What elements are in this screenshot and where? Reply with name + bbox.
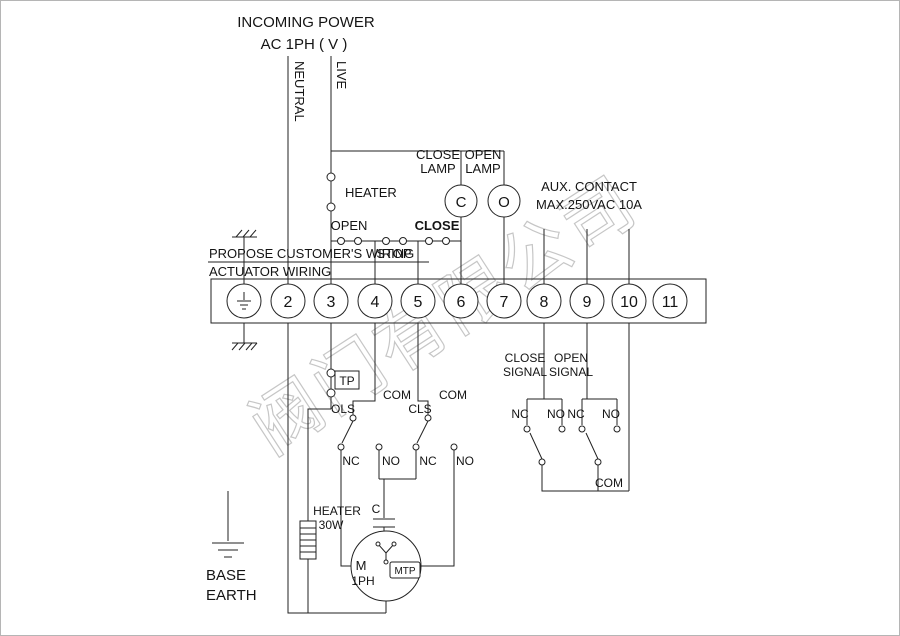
heater-30w-label-1: HEATER [313,504,361,518]
stop-button-contact [382,237,407,245]
terminal-label: 6 [457,294,466,311]
terminal-2: 2 [270,283,306,319]
pe-glyph [237,292,251,310]
mtp-label: MTP [394,566,415,577]
terminal-label: 9 [583,294,592,311]
terminal-8: 8 [526,283,562,319]
open-signal-no-label: NO [602,407,620,421]
terminal-6: 6 [443,283,479,319]
terminal-label: 11 [662,294,679,311]
stop-button-label: STOP [376,246,411,261]
terminal-label: 5 [414,294,423,311]
ols-com-label: COM [383,388,411,402]
open-signal-nc-label: NC [567,407,585,421]
close-lamp-letter: C [456,194,467,211]
terminal-3: 3 [313,283,349,319]
close-signal-label-1: CLOSE [505,351,546,365]
open-lamp-letter: O [498,194,510,211]
incoming-power-subtitle: AC 1PH ( V ) [261,36,348,53]
terminal-label: 2 [284,294,293,311]
heater-contact [326,172,336,212]
terminal-5: 5 [400,283,436,319]
wire-network [208,56,630,614]
aux-contact-label-2: MAX.250VAC 10A [536,197,642,212]
mtp-box [389,561,421,579]
earth-symbol-below-strip [231,342,258,351]
close-signal-no-label: NO [547,407,565,421]
terminal-label: 10 [620,294,638,311]
cls-nc-label: NC [419,454,437,468]
incoming-power-title: INCOMING POWER [237,14,375,31]
terminal-earth [226,283,262,319]
terminal-strip [210,278,707,324]
close-signal-label-2: SIGNAL [503,365,547,379]
tp-contact [326,368,360,398]
close-signal-switch [523,425,566,466]
cls-switch [412,414,458,451]
open-signal-switch [578,425,621,466]
capacitor-label: C [372,502,381,516]
customer-wiring-label: PROPOSE CUSTOMER'S WIRING [209,246,414,261]
actuator-wiring-label: ACTUATOR WIRING [209,264,331,279]
cls-label: CLS [408,402,431,416]
signal-com-label: COM [595,476,623,490]
terminal-11: 11 [652,283,688,319]
ols-no-label: NO [382,454,400,468]
heater-resistor [299,520,317,560]
base-earth-symbol [212,542,244,558]
terminal-4: 4 [357,283,393,319]
close-lamp: C [444,184,478,218]
close-button-contact [425,237,450,245]
ols-nc-label: NC [342,454,360,468]
open-signal-label-1: OPEN [554,351,588,365]
motor: MTP M 1PH [350,530,422,602]
ols-switch [337,414,383,451]
aux-contact-label-1: AUX. CONTACT [541,179,637,194]
terminal-10: 10 [611,283,647,319]
close-signal-nc-label: NC [511,407,529,421]
terminal-label: 3 [327,294,336,311]
neutral-label: NEUTRAL [292,61,307,122]
close-button-label: CLOSE [415,218,460,233]
close-lamp-label-2: LAMP [420,161,455,176]
close-lamp-label-1: CLOSE [416,147,460,162]
cls-no-label: NO [456,454,474,468]
terminal-label: 7 [500,294,509,311]
ols-label: OLS [331,402,355,416]
open-signal-label-2: SIGNAL [549,365,593,379]
open-lamp-label-1: OPEN [465,147,502,162]
terminal-9: 9 [569,283,605,319]
cls-com-label: COM [439,388,467,402]
terminal-label: 8 [540,294,549,311]
heater-30w-label-2: 30W [319,518,344,532]
tp-label: TP [339,374,354,388]
open-lamp: O [487,184,521,218]
earth-symbol-top [232,229,257,238]
base-earth-label-2: EARTH [206,587,257,604]
open-lamp-label-2: LAMP [465,161,500,176]
open-button-contact [337,237,362,245]
terminal-7: 7 [486,283,522,319]
motor-phase-label: 1PH [351,574,374,588]
motor-m-label: M [356,558,367,573]
base-earth-label-1: BASE [206,567,246,584]
terminal-label: 4 [371,294,380,311]
open-button-label: OPEN [331,218,368,233]
heater-label: HEATER [345,185,397,200]
live-label: LIVE [334,61,349,90]
